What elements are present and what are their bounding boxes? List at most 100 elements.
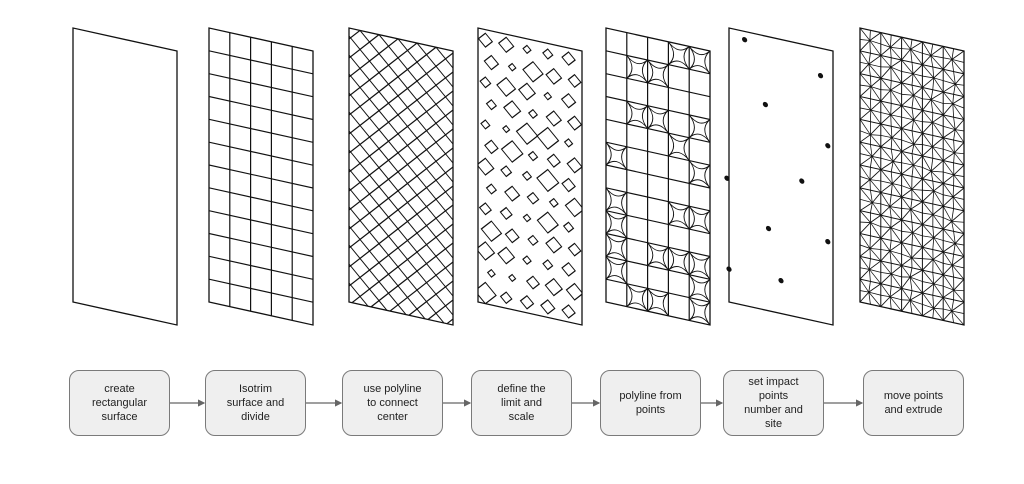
pattern-line (0, 0, 75, 241)
pattern-line (880, 89, 891, 91)
pattern-line (942, 46, 953, 60)
pattern-line (933, 307, 944, 310)
pattern-line (942, 152, 955, 161)
pattern-line (870, 86, 872, 99)
pattern-line (349, 28, 453, 325)
pattern-line (880, 203, 890, 207)
pattern-line (913, 164, 923, 168)
pattern-line (910, 201, 923, 210)
pattern-line (359, 30, 453, 325)
pattern-line (930, 55, 944, 59)
pattern-line (912, 73, 923, 88)
pattern-line (942, 264, 953, 276)
pattern-line (870, 134, 882, 147)
pattern-line (880, 157, 894, 162)
pattern-line (209, 278, 313, 303)
pattern-line (933, 259, 944, 264)
step-polyline-points: polyline from points (600, 370, 701, 436)
pattern-line (860, 222, 871, 234)
pattern-line (951, 310, 954, 323)
pattern-line (870, 77, 882, 87)
step-label: set impact points number and site (744, 376, 803, 430)
diamond (564, 197, 582, 218)
pattern-line (901, 48, 911, 61)
pattern-line (209, 118, 313, 143)
pattern-line (922, 99, 932, 111)
pattern-line (951, 221, 954, 232)
pattern-line (890, 137, 893, 150)
step-label: move points and extrude (883, 390, 944, 416)
pattern-line (606, 210, 710, 235)
pattern-line (512, 64, 786, 360)
pattern-line (951, 50, 964, 60)
pattern-line (209, 232, 313, 258)
pattern-line (922, 235, 934, 239)
pattern-line (911, 257, 923, 260)
pattern-line (869, 30, 871, 41)
pattern-line (951, 48, 954, 60)
diamond (521, 170, 533, 181)
step-label: define the limit and scale (497, 383, 546, 423)
pattern-line (954, 243, 964, 257)
pattern-line (933, 237, 944, 241)
pattern-line (953, 289, 964, 303)
step-label: polyline from points (619, 390, 682, 416)
pattern-line (871, 156, 882, 170)
pattern-line (860, 61, 869, 65)
pattern-line (892, 183, 902, 187)
pattern-line (911, 73, 914, 86)
pattern-line (868, 292, 871, 305)
pattern-line (891, 128, 902, 138)
pattern-line (942, 69, 956, 85)
pattern-line (933, 68, 944, 79)
pattern-line (951, 59, 954, 72)
diamond (496, 76, 517, 97)
pattern-line (933, 297, 944, 309)
diamond (522, 44, 532, 55)
pattern-line (954, 152, 964, 155)
pattern-line (890, 66, 902, 72)
pattern-line (910, 199, 913, 210)
pattern-line (868, 63, 881, 68)
star-cell (688, 160, 710, 189)
pattern-line (871, 146, 882, 157)
pattern-line (932, 146, 944, 150)
pattern-line (606, 73, 710, 98)
pattern-line (909, 276, 923, 294)
pattern-line (880, 183, 893, 193)
pattern-line (955, 243, 964, 246)
diamond (500, 140, 524, 163)
pattern-line (869, 248, 882, 262)
pattern-line (880, 192, 891, 207)
pattern-line (922, 41, 932, 56)
pattern-line (890, 149, 894, 162)
pattern-line (922, 237, 935, 248)
pattern-line (932, 146, 944, 161)
pattern-line (953, 289, 964, 292)
pattern-line (868, 55, 882, 65)
pattern-line (942, 103, 954, 116)
panel-outline (859, 27, 965, 326)
pattern-line (909, 269, 923, 278)
diamond (497, 246, 516, 265)
pattern-line (901, 299, 911, 301)
pattern-line (913, 73, 923, 77)
pattern-line (911, 130, 915, 145)
star-cell (688, 114, 710, 143)
pattern-line (951, 208, 954, 222)
diamond (522, 255, 532, 266)
pattern-line (890, 183, 893, 195)
pattern-line (930, 46, 944, 56)
pattern-line (860, 248, 871, 257)
pattern-line (930, 160, 944, 172)
pattern-line (943, 285, 954, 291)
panel-outline (728, 27, 834, 326)
pattern-line (913, 119, 923, 123)
pattern-line (953, 117, 956, 130)
pattern-line (869, 258, 871, 270)
step-create-surface: create rectangular surface (69, 370, 170, 436)
pattern-line (860, 153, 873, 157)
pattern-line (955, 83, 964, 86)
pattern-line (860, 187, 873, 203)
panel-4 (477, 27, 583, 326)
